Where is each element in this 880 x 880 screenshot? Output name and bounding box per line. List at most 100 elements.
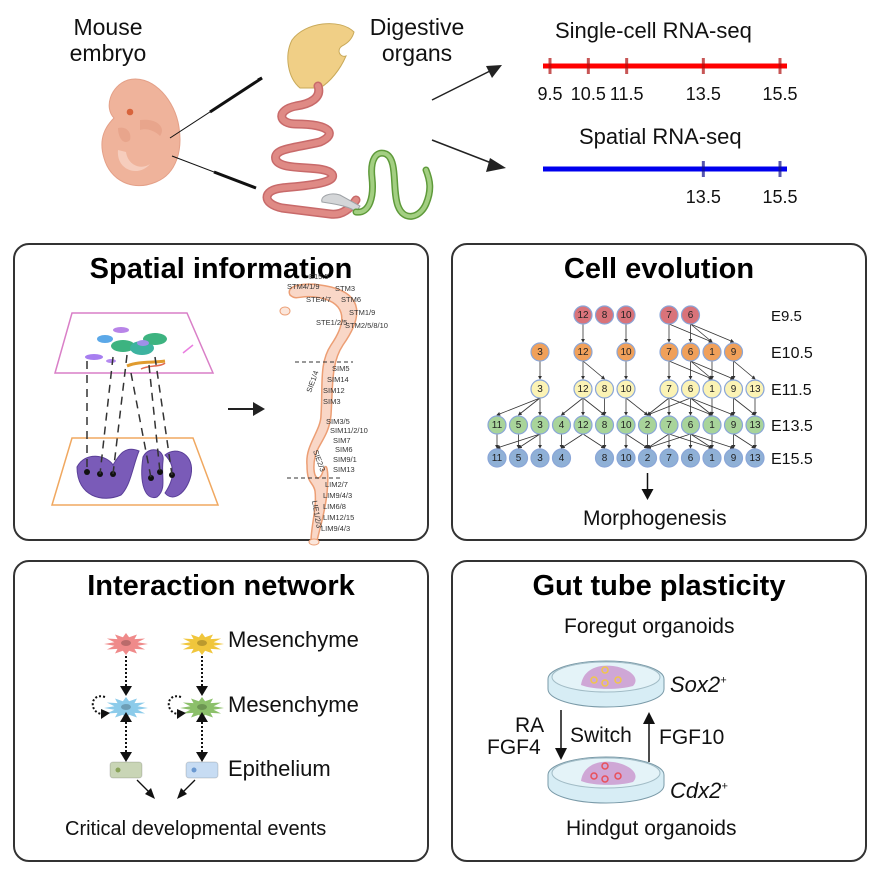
large-intestine-region-label: LIM2/7 bbox=[325, 480, 348, 489]
projection-lines bbox=[86, 354, 173, 479]
cluster-id: 1 bbox=[709, 384, 715, 395]
cluster-node: 2 bbox=[637, 415, 658, 435]
epithelium-cell-icon bbox=[185, 761, 219, 779]
cluster-node: 3 bbox=[530, 379, 550, 399]
cluster-node: 12 bbox=[573, 305, 593, 325]
epithelium-cell-icon bbox=[109, 761, 143, 779]
cluster-id: 10 bbox=[620, 453, 632, 464]
cdx2-marker: Cdx2+ bbox=[670, 778, 728, 803]
cluster-node: 5 bbox=[508, 415, 529, 435]
cluster-id: 1 bbox=[709, 453, 715, 464]
lineage-edge bbox=[646, 433, 691, 449]
embryo-illustration bbox=[101, 23, 506, 220]
cluster-id: 1 bbox=[709, 420, 715, 431]
single-cell-tick-label: 15.5 bbox=[762, 84, 797, 104]
arrow-up-icon bbox=[643, 712, 655, 724]
panel-interaction-network: Interaction network bbox=[13, 560, 429, 862]
cluster-node: 3 bbox=[530, 342, 550, 362]
stomach-region-label: STM3 bbox=[335, 284, 355, 293]
cluster-node: 13 bbox=[745, 379, 765, 399]
petri-dish-hindgut bbox=[547, 756, 665, 804]
cluster-node: 6 bbox=[680, 415, 701, 435]
lineage-edge bbox=[517, 433, 541, 449]
cluster-node: 6 bbox=[680, 342, 701, 362]
cluster-id: 9 bbox=[731, 453, 737, 464]
large-intestine-region-label: LIM9/4/3 bbox=[323, 491, 352, 500]
cluster-node: 12 bbox=[573, 342, 593, 362]
cluster-node: 7 bbox=[659, 342, 679, 362]
cluster-id: 6 bbox=[688, 310, 694, 321]
cluster-id: 3 bbox=[537, 384, 543, 395]
lineage-edge bbox=[496, 397, 541, 416]
cluster-id: 6 bbox=[688, 420, 694, 431]
cluster-id: 7 bbox=[666, 310, 672, 321]
cluster-id: 10 bbox=[620, 420, 632, 431]
tissue-section bbox=[76, 448, 193, 499]
cluster-id: 7 bbox=[666, 384, 672, 395]
si-epithelium-label: SIE1/4 bbox=[304, 369, 320, 393]
cluster-node: 1 bbox=[702, 379, 722, 399]
cluster-id: 2 bbox=[645, 420, 651, 431]
sox2-marker: Sox2+ bbox=[670, 672, 727, 697]
small-intestine-region-label: SIM11/2/10 bbox=[330, 426, 368, 435]
umap-clusters bbox=[85, 327, 194, 370]
cluster-node: 11 bbox=[487, 448, 507, 468]
stomach-region-label: STE4/7 bbox=[306, 295, 331, 304]
small-intestine-shape bbox=[262, 81, 361, 219]
cluster-node: 12 bbox=[573, 415, 593, 435]
mouse-embryo-label: Mouse embryo bbox=[69, 14, 147, 66]
arrow-right-icon bbox=[253, 402, 265, 416]
panel-title: Interaction network bbox=[87, 570, 355, 602]
small-intestine-region-label: SIM5 bbox=[332, 364, 350, 373]
stomach-region-label: STM2/5/8/10 bbox=[345, 321, 388, 330]
lineage-edge bbox=[690, 360, 713, 380]
cluster-node: 7 bbox=[659, 305, 679, 325]
cluster-node: 1 bbox=[702, 415, 722, 435]
stage-label: E13.5 bbox=[771, 418, 813, 435]
cluster-node: 13 bbox=[745, 448, 765, 468]
lineage-edge bbox=[733, 360, 756, 380]
switch-label: Switch bbox=[570, 724, 632, 747]
lineage-edge bbox=[517, 397, 541, 416]
cluster-id: 8 bbox=[602, 453, 608, 464]
cluster-id: 3 bbox=[537, 347, 543, 358]
cluster-id: 6 bbox=[688, 384, 694, 395]
lineage-edge bbox=[582, 433, 606, 449]
cluster-id: 5 bbox=[516, 420, 522, 431]
cluster-id: 10 bbox=[620, 384, 632, 395]
small-intestine-region-label: SIM3 bbox=[323, 397, 341, 406]
cluster-node: 3 bbox=[530, 415, 550, 435]
cluster-id: 13 bbox=[749, 384, 761, 395]
cluster-node: 6 bbox=[680, 448, 701, 468]
digestive-organs-label: Digestive organs bbox=[369, 14, 465, 66]
stage-label: E15.5 bbox=[771, 451, 813, 468]
cluster-id: 2 bbox=[645, 453, 651, 464]
cluster-node: 9 bbox=[723, 379, 744, 399]
lineage-edge bbox=[625, 433, 649, 449]
cluster-node: 6 bbox=[680, 379, 701, 399]
row-label-mesenchyme-1: Mesenchyme bbox=[228, 627, 359, 652]
cluster-id: 6 bbox=[688, 453, 694, 464]
large-intestine-shape bbox=[352, 149, 434, 220]
lineage-edge bbox=[733, 433, 756, 449]
cluster-id: 13 bbox=[749, 453, 761, 464]
stage-label: E15.5 bbox=[309, 272, 329, 281]
lineage-edge bbox=[733, 397, 756, 416]
cluster-node: 10 bbox=[616, 379, 636, 399]
cluster-id: 12 bbox=[577, 420, 589, 431]
stage-label: E9.5 bbox=[771, 308, 802, 325]
mesenchyme-cell-icon bbox=[180, 633, 224, 655]
cluster-id: 3 bbox=[537, 420, 543, 431]
cluster-node: 1 bbox=[702, 342, 722, 362]
lineage-edge bbox=[690, 323, 735, 343]
cluster-id: 9 bbox=[731, 347, 737, 358]
cluster-id: 8 bbox=[602, 310, 608, 321]
petri-dish-foregut bbox=[547, 660, 665, 708]
self-loop-left bbox=[91, 695, 106, 715]
cluster-node: 7 bbox=[659, 379, 679, 399]
cluster-node: 4 bbox=[551, 415, 572, 435]
row-label-mesenchyme-2: Mesenchyme bbox=[228, 692, 359, 717]
cluster-node: 10 bbox=[616, 448, 636, 468]
panel-title: Spatial information bbox=[89, 253, 353, 285]
